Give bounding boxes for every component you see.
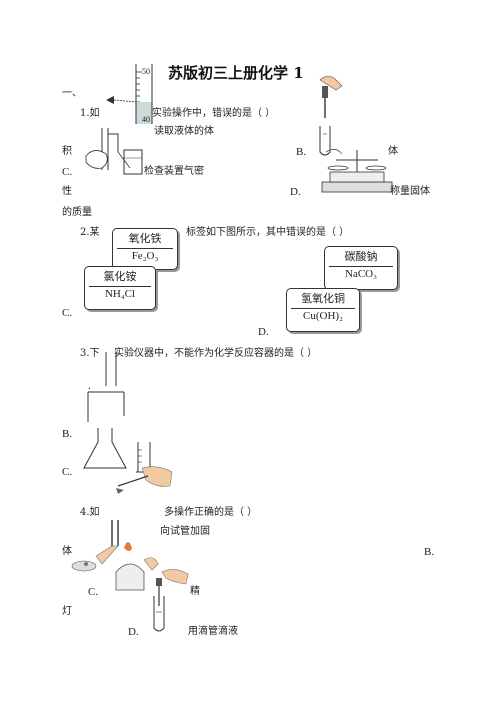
q4-stem-text: 多操作正确的是（ ） [164, 507, 258, 518]
q1-option-b-label: B. [296, 146, 307, 158]
page-title: 苏版初三上册化学 1 [168, 64, 304, 82]
q1-stem-text: 实验操作中，错误的是（ ） [152, 108, 276, 119]
q1-option-d-label: D. [290, 186, 301, 198]
q2-stem-number: 2.某 [80, 227, 100, 238]
airtightness-check-image [85, 128, 143, 175]
cylinder-scale-50: 50 [142, 67, 150, 76]
q1-option-d-text1: 称量固体 [390, 186, 430, 197]
alcohol-lamp-lighting-image [115, 542, 159, 591]
q1-option-c-text2: 性 [62, 186, 72, 197]
q2-option-d-label: D. [258, 326, 269, 338]
label-formula: NH₄Cl [104, 288, 136, 300]
label-formula: NaCO₃ [345, 268, 377, 280]
label-box-iron-oxide: 氧化铁 Fe₂O₃ [112, 228, 178, 270]
label-name: 氢氧化铜 [291, 292, 355, 309]
q3-option-a-dot: . [88, 380, 91, 392]
cylinder-scale-40: 40 [142, 115, 150, 124]
test-tube-image [105, 352, 117, 386]
label-formula: Fe₂O₃ [131, 250, 159, 262]
q2-stem-text: 标签如下图所示，其中错误的是（ ） [186, 227, 350, 238]
label-name: 碳酸钠 [329, 250, 393, 267]
label-box-copper-hydroxide: 氢氧化铜 Cu(OH)₂ [286, 288, 360, 332]
q4-option-c-label: C. [88, 586, 99, 598]
adding-solid-to-tube-image [71, 520, 119, 572]
q1-option-c-label: C. [62, 166, 73, 178]
q4-stem-number: 4.如 [80, 507, 100, 518]
label-box-sodium-carbonate: 碳酸钠 NaCO₃ [324, 246, 398, 290]
q4-option-d-text: 用滴管滴液 [188, 626, 238, 637]
balance-scale-image [321, 149, 393, 193]
q1-option-a-text1: 读取液体的体 [154, 126, 214, 137]
q1-option-b-tail: 体 [388, 146, 398, 157]
hand-holding-rod-image [116, 466, 173, 494]
dropper-into-tube-image [153, 569, 189, 632]
label-box-ammonium-chloride: 氯化铵 NH₄Cl [84, 266, 156, 310]
q4-option-a-text1: 向试管加固 [160, 526, 210, 537]
q3-stem-text: 实验仪器中，不能作为化学反应容器的是（ ） [114, 348, 318, 359]
label-name: 氧化铁 [117, 232, 173, 249]
dropper-test-tube-image [319, 76, 343, 156]
q4-option-a-text2: 体 [62, 546, 72, 557]
q3-option-b-label: B. [62, 428, 73, 440]
beaker-image [87, 391, 125, 422]
label-formula: Cu(OH)₂ [303, 310, 343, 322]
q4-option-d-label: D. [128, 626, 139, 638]
q4-option-c-text2: 灯 [62, 606, 72, 617]
q3-stem-number: 3.下 [80, 348, 100, 359]
graduated-cylinder-reading-image [106, 64, 153, 124]
q1-stem-number: 1.如 [80, 108, 100, 119]
section-mark: 一、 [62, 88, 82, 99]
q4-option-b-label: B. [424, 546, 435, 558]
conical-flask-image [83, 428, 127, 469]
q4-option-c-text1: 精 [190, 586, 200, 597]
q2-option-c-label: C. [62, 307, 73, 319]
q1-option-c-text1: 检查装置气密 [144, 166, 204, 177]
q1-option-a-text2: 积 [62, 146, 72, 157]
label-name: 氯化铵 [89, 270, 151, 287]
q1-option-d-text2: 的质量 [62, 207, 92, 218]
q3-option-c-label: C. [62, 466, 73, 478]
